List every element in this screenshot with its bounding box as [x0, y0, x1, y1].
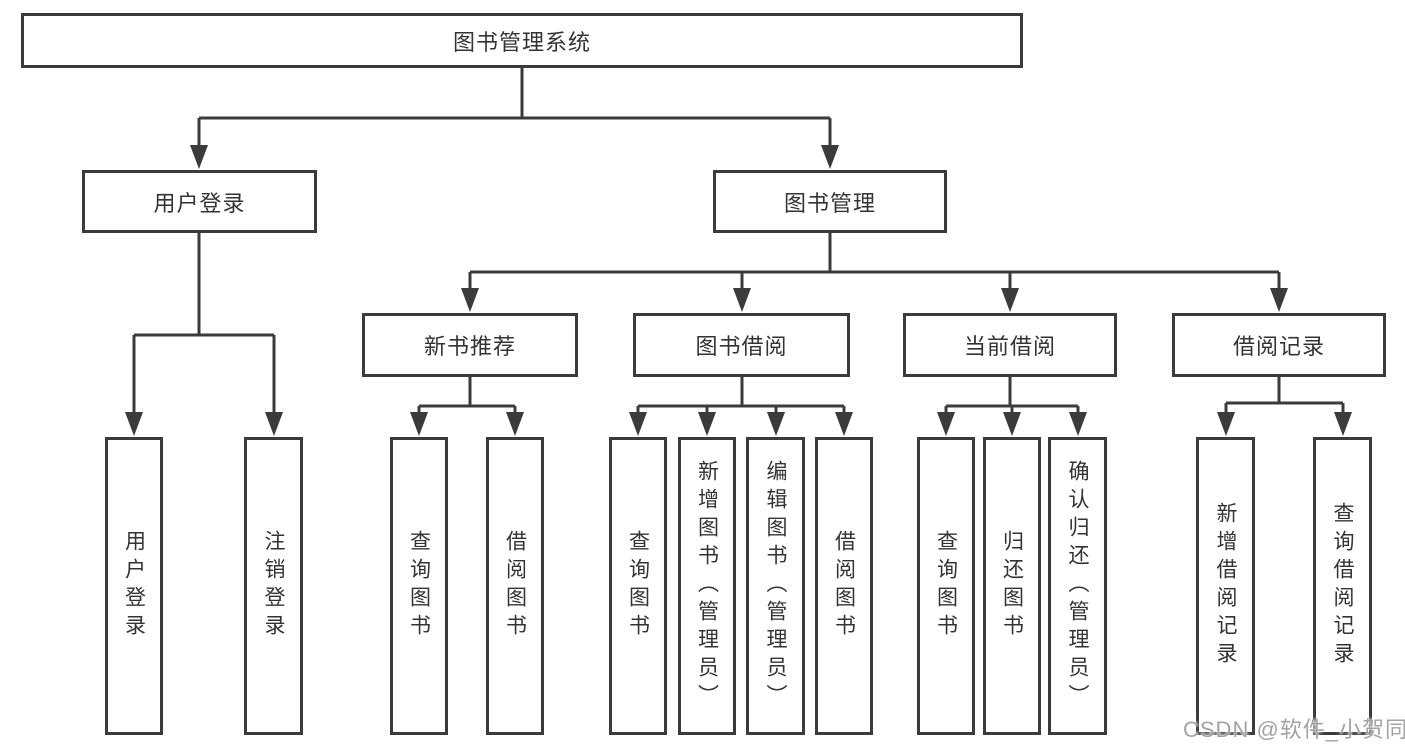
leaf-current-return-books: 归还图书 [983, 437, 1041, 735]
leaf-current-query-books: 查询图书 [917, 437, 975, 735]
leaf-borrow-borrow-books: 借阅图书 [815, 437, 873, 735]
csdn-watermark: CSDN @软件_小贺同学 [1183, 717, 1405, 742]
leaf-borrow-query-books: 查询图书 [609, 437, 667, 735]
node-new-book-recommend: 新书推荐 [362, 313, 578, 377]
node-root-library-management-system: 图书管理系统 [21, 13, 1023, 68]
leaf-borrow-edit-books-admin: 编辑图书（管理员） [746, 437, 805, 735]
node-book-management-branch: 图书管理 [713, 170, 947, 233]
leaf-newbook-borrow-books: 借阅图书 [486, 437, 544, 735]
leaf-records-add-record: 新增借阅记录 [1196, 437, 1255, 735]
leaf-user-login: 用户登录 [105, 437, 163, 735]
leaf-records-query-record: 查询借阅记录 [1313, 437, 1372, 735]
leaf-newbook-query-books: 查询图书 [390, 437, 448, 735]
node-book-borrow: 图书借阅 [633, 313, 850, 377]
node-current-borrow: 当前借阅 [903, 313, 1117, 377]
leaf-borrow-add-books-admin: 新增图书（管理员） [678, 437, 736, 735]
leaf-logout: 注销登录 [244, 437, 303, 735]
node-borrow-records: 借阅记录 [1172, 313, 1386, 377]
leaf-current-confirm-return-admin: 确认归还（管理员） [1048, 437, 1107, 735]
arrowheads [125, 145, 1352, 436]
node-user-login-branch: 用户登录 [82, 170, 317, 233]
